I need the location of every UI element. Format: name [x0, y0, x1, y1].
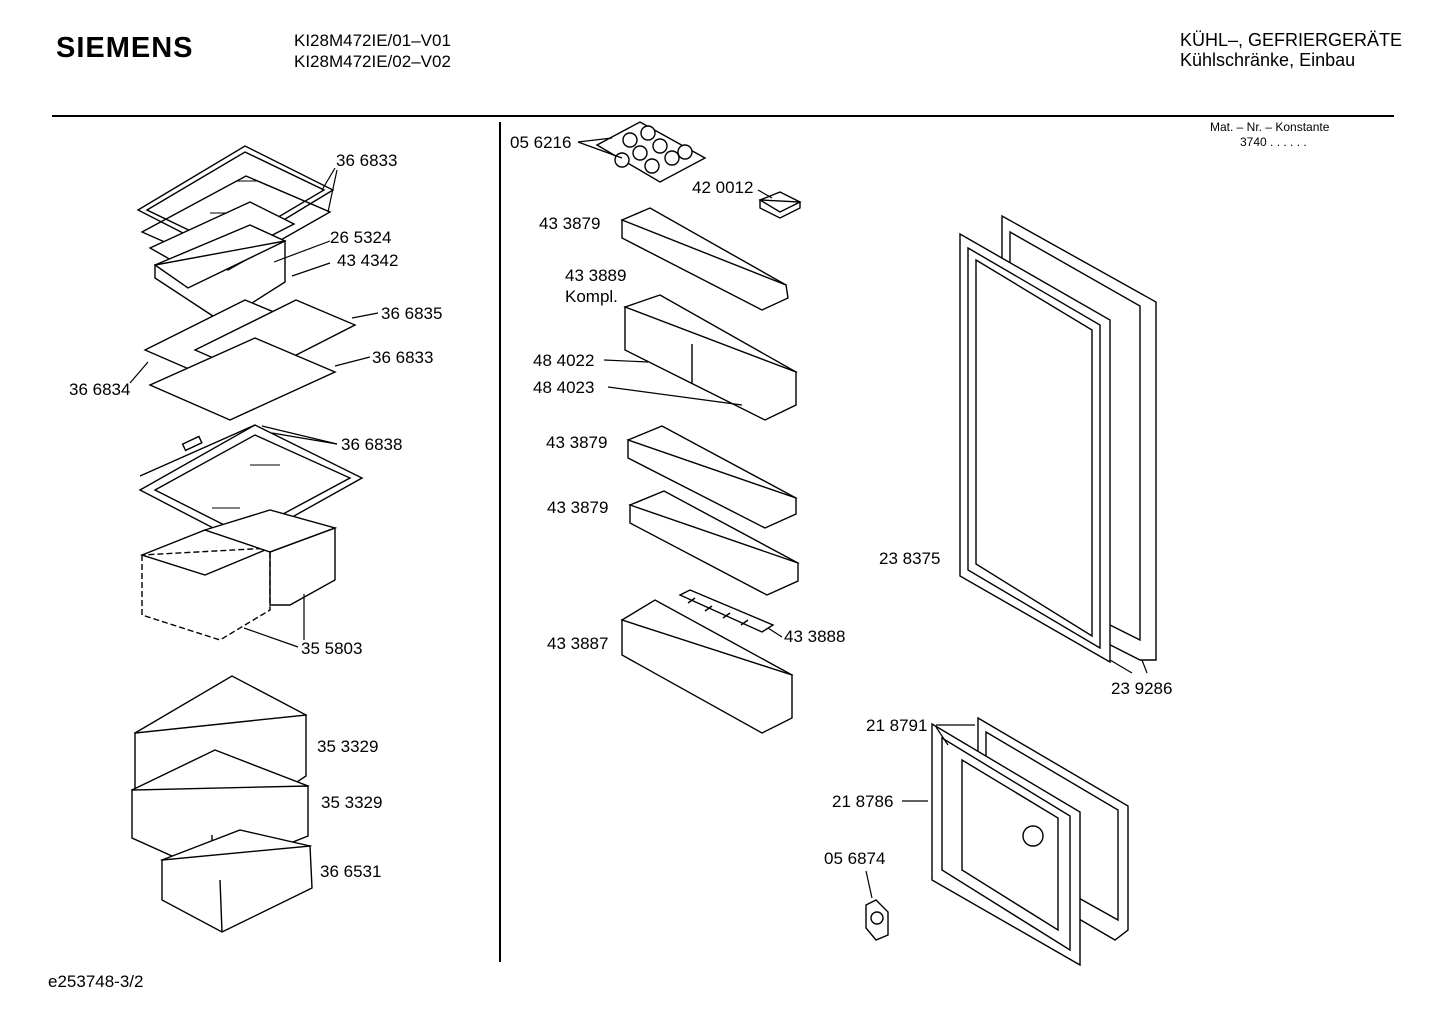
door-bin-covered — [625, 295, 796, 420]
model-number-2: KI28M472IE/02–V02 — [294, 52, 451, 71]
part-label: 35 5803 — [301, 639, 363, 658]
freezer-gasket — [932, 724, 1080, 965]
header-divider — [52, 115, 1394, 117]
part-label: 43 3879 — [547, 498, 609, 517]
part-label: 23 9286 — [1111, 679, 1173, 698]
material-constant: Mat. – Nr. – Konstante 3740 . . . . . . — [1210, 120, 1329, 150]
part-label: 36 6833 — [372, 348, 434, 367]
crisper-drawer-lower — [162, 830, 312, 932]
part-label: 36 6838 — [341, 435, 403, 454]
part-label: 43 3889 — [565, 266, 627, 285]
bottle-bin — [622, 600, 792, 733]
part-label: 43 4342 — [337, 251, 399, 270]
part-label: 21 8786 — [832, 792, 894, 811]
split-glass-shelf — [145, 300, 355, 420]
bottle-rack — [680, 590, 773, 632]
small-box — [760, 192, 800, 218]
glass-shelf-with-rail — [140, 425, 362, 544]
column-divider — [499, 122, 501, 962]
part-label: 36 6833 — [336, 151, 398, 170]
category-line-2: Kühlschränke, Einbau — [1180, 50, 1356, 70]
egg-tray — [597, 122, 705, 182]
model-number-1: KI28M472IE/01–V01 — [294, 31, 451, 50]
part-label: 26 5324 — [330, 228, 392, 247]
leader-lines — [130, 138, 1147, 898]
part-label: Kompl. — [565, 287, 618, 306]
part-label: 35 3329 — [317, 737, 379, 756]
material-constant-value: 3740 . . . . . . — [1240, 135, 1307, 149]
part-label: 05 6874 — [824, 849, 886, 868]
shelf-frame — [142, 176, 330, 322]
thermostat-knob — [866, 900, 888, 940]
category-line-1: KÜHL–, GEFRIERGERÄTE — [1180, 30, 1403, 50]
door-gasket — [960, 234, 1110, 662]
drawing-code: e253748-3/2 — [48, 972, 144, 991]
part-label: 48 4023 — [533, 378, 595, 397]
vegetable-drawer-frames — [142, 510, 335, 640]
part-label: 43 3879 — [546, 433, 608, 452]
part-label: 05 6216 — [510, 133, 572, 152]
part-label: 43 3888 — [784, 627, 846, 646]
part-label: 21 8791 — [866, 716, 928, 735]
part-label: 48 4022 — [533, 351, 595, 370]
door-bin-1 — [622, 208, 788, 310]
part-label: 43 3879 — [539, 214, 601, 233]
door-bin-2 — [628, 426, 796, 528]
door-bin-3 — [630, 491, 798, 595]
part-label: 36 6531 — [320, 862, 382, 881]
part-label: 36 6835 — [381, 304, 443, 323]
part-label: 36 6834 — [69, 380, 131, 399]
part-label: 43 3887 — [547, 634, 609, 653]
appliance-category: KÜHL–, GEFRIERGERÄTE Kühlschränke, Einba… — [1180, 30, 1402, 70]
part-label: 35 3329 — [321, 793, 383, 812]
model-numbers: KI28M472IE/01–V01 KI28M472IE/02–V02 — [294, 30, 451, 72]
part-label: 23 8375 — [879, 549, 941, 568]
brand-logo: SIEMENS — [56, 32, 194, 64]
part-label: 42 0012 — [692, 178, 754, 197]
material-constant-label: Mat. – Nr. – Konstante — [1210, 120, 1330, 134]
